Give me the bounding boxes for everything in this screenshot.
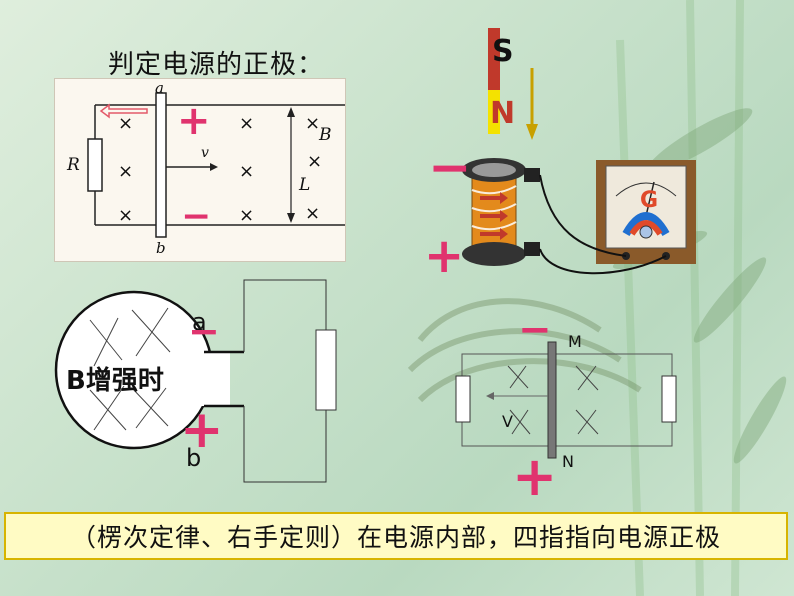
label-R: R <box>67 155 80 175</box>
field-cross: × <box>307 151 323 172</box>
dual-resistor-diagram <box>455 341 677 459</box>
label-b: b <box>156 239 166 257</box>
coil-magnet-diagram <box>462 28 696 275</box>
field-cross: × <box>305 113 321 134</box>
rod-label-N: N <box>562 452 574 471</box>
field-cross: × <box>118 205 134 226</box>
magnet-south-label: S <box>492 34 514 69</box>
field-cross: × <box>239 113 255 134</box>
coil-positive-sign: + <box>424 228 465 284</box>
loop-caption: B增强时 <box>66 366 164 396</box>
rail-circuit-diagram <box>87 92 345 238</box>
field-cross: × <box>118 161 134 182</box>
field-cross: × <box>239 161 255 182</box>
loop-label-a: a <box>192 308 207 336</box>
positive-sign: + <box>177 98 211 144</box>
label-a: a <box>155 79 164 97</box>
page-title: 判定电源的正极： <box>108 50 325 80</box>
galvanometer-label: G <box>640 188 659 213</box>
label-v: v <box>201 145 209 161</box>
magnet-north-label: N <box>490 96 516 131</box>
conclusion-banner: （楞次定律、右手定则）在电源内部，四指指向电源正极 <box>4 512 788 560</box>
conclusion-text: （楞次定律、右手定则）在电源内部，四指指向电源正极 <box>70 523 721 552</box>
loop-circuit-diagram <box>54 279 337 483</box>
velocity-label-V: V <box>502 412 513 431</box>
field-cross: × <box>118 113 134 134</box>
field-cross: × <box>305 203 321 224</box>
label-L: L <box>299 175 311 195</box>
loop-positive-sign: + <box>180 400 224 460</box>
coil-negative-sign: − <box>428 138 472 198</box>
field-cross: × <box>239 205 255 226</box>
rod-negative-sign: − <box>518 307 552 353</box>
loop-negative-sign: − <box>188 309 220 353</box>
label-B: B <box>319 125 332 145</box>
loop-label-b: b <box>186 444 202 472</box>
negative-sign: − <box>181 196 212 237</box>
rod-positive-sign: + <box>512 445 558 508</box>
rod-label-M: M <box>568 332 582 351</box>
rail-circuit-panel: a b R B L v × × × × × × × × × + − <box>54 78 346 262</box>
